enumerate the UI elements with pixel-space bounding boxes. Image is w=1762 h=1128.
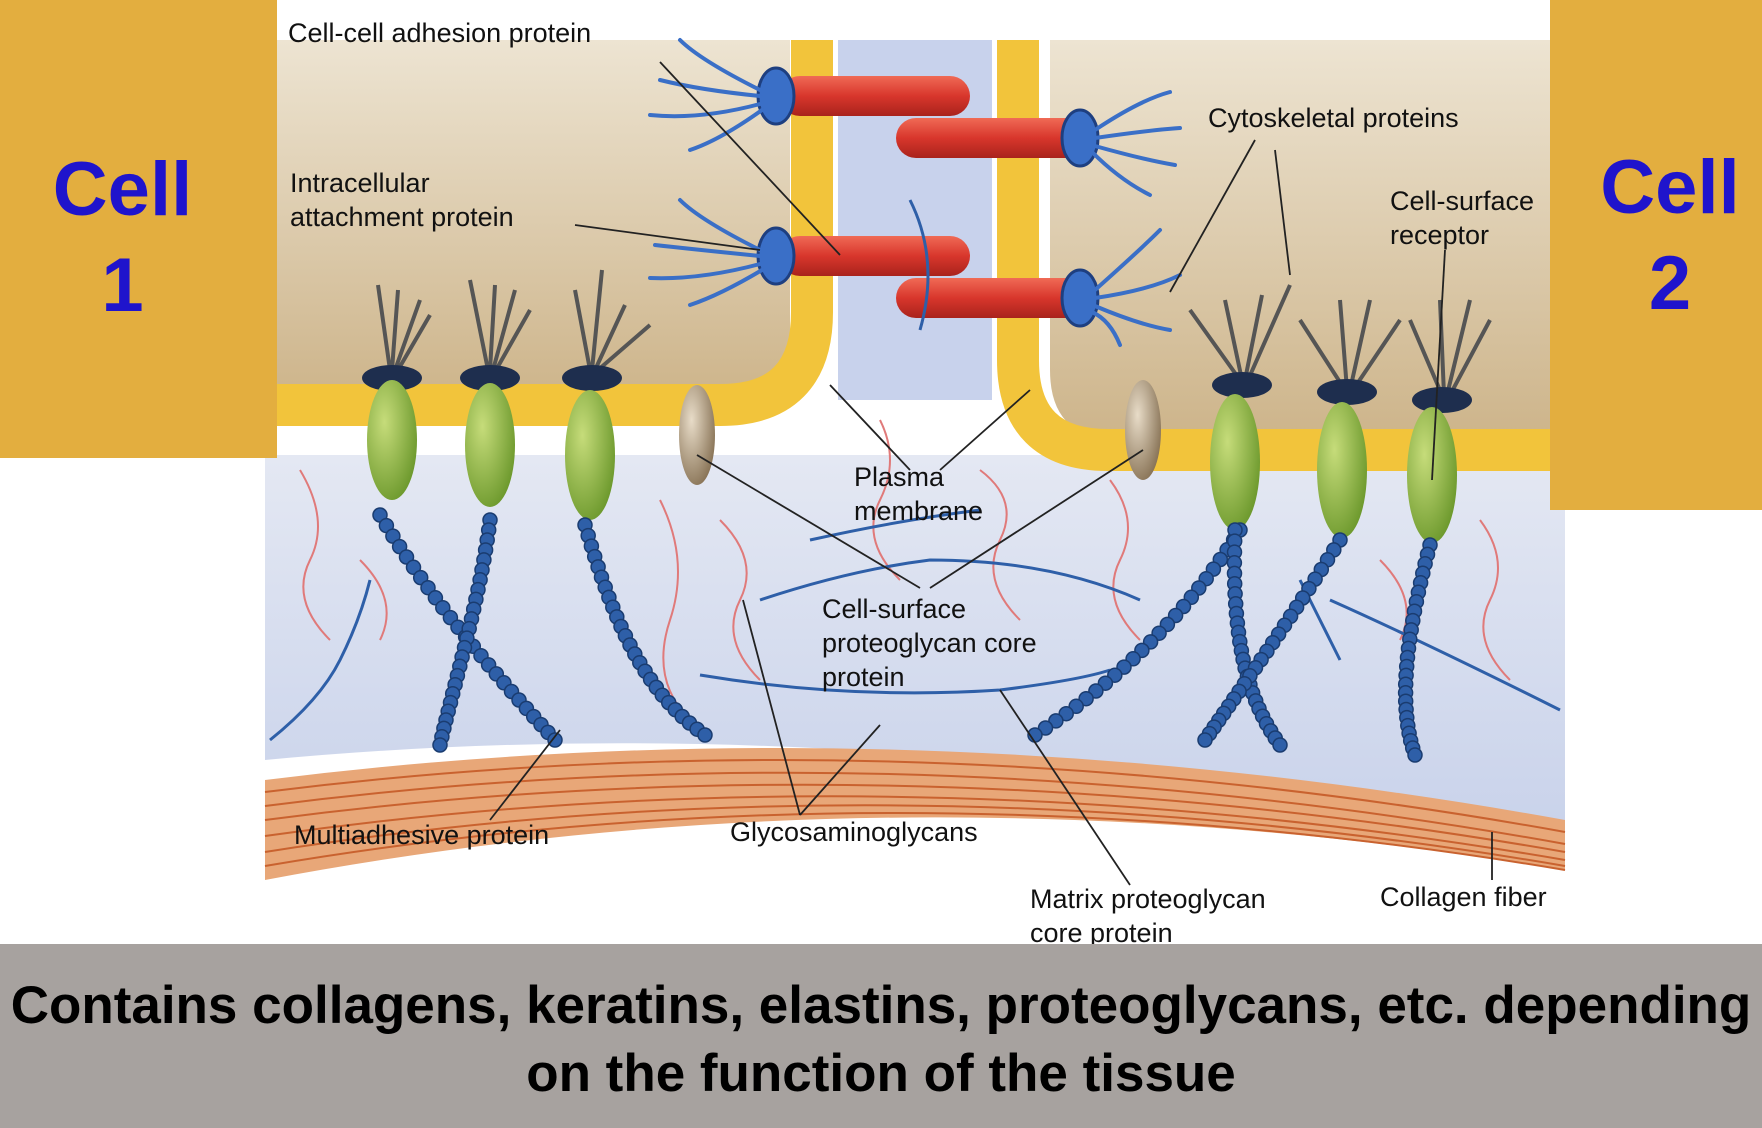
bead: [1048, 713, 1064, 729]
glycosaminoglycan-strands: [299, 419, 1511, 721]
cell-2-box: [1550, 0, 1762, 510]
cell-1-label: Cell 1: [52, 147, 193, 328]
multiadhesive-bead-chains: [372, 507, 1438, 763]
leader-lines: [489, 61, 1493, 886]
cell-1-plasma-membrane: [277, 40, 833, 426]
label-multiadhesive-protein: Multiadhesive protein: [294, 820, 550, 850]
cell-cell-adhesion-proteins: [780, 76, 1086, 318]
label-matrix-proteoglycan-core-protein: Matrix proteoglycan core protein: [1030, 884, 1266, 948]
receptor: [1188, 284, 1292, 530]
bead: [697, 727, 713, 743]
label-cell-surface-receptor: Cell-surface receptor: [1390, 186, 1535, 250]
label-glycosaminoglycans: Glycosaminoglycans: [730, 817, 978, 847]
bead: [1272, 737, 1288, 753]
label-intracellular-attachment-protein: Intracellular attachment protein: [290, 168, 514, 232]
bead: [1037, 720, 1054, 736]
cell-1-box: [0, 0, 277, 458]
bead: [432, 737, 448, 753]
cell-1-receptors: [362, 269, 652, 520]
collagen-fiber: [264, 748, 1566, 880]
cell-1-cytoplasm: [277, 40, 790, 400]
receptor: [362, 284, 432, 500]
label-plasma-membrane: Plasma membrane: [854, 462, 984, 526]
bead: [1407, 747, 1423, 763]
label-cell-surface-proteoglycan-core-protein: Cell-surface proteoglycan core protein: [822, 594, 1037, 692]
cell-2-plasma-membrane: [997, 40, 1560, 471]
caption-text: Contains collagens, keratins, elastins, …: [10, 976, 1752, 1103]
bead: [1197, 732, 1213, 748]
label-cell-cell-adhesion-protein: Cell-cell adhesion protein: [288, 18, 592, 48]
cytoskeletal-filaments: [648, 38, 1182, 347]
cell-2-cytoplasm: [1050, 40, 1550, 440]
receptor: [460, 279, 532, 507]
label-collagen-fiber: Collagen fiber: [1380, 882, 1547, 912]
label-cytoskeletal-proteins: Cytoskeletal proteins: [1208, 103, 1459, 133]
caption-bar: [0, 944, 1762, 1128]
cell-2-label: Cell 2: [1600, 145, 1740, 326]
receptor: [1298, 299, 1402, 538]
receptor: [562, 269, 652, 520]
bead: [547, 732, 563, 748]
